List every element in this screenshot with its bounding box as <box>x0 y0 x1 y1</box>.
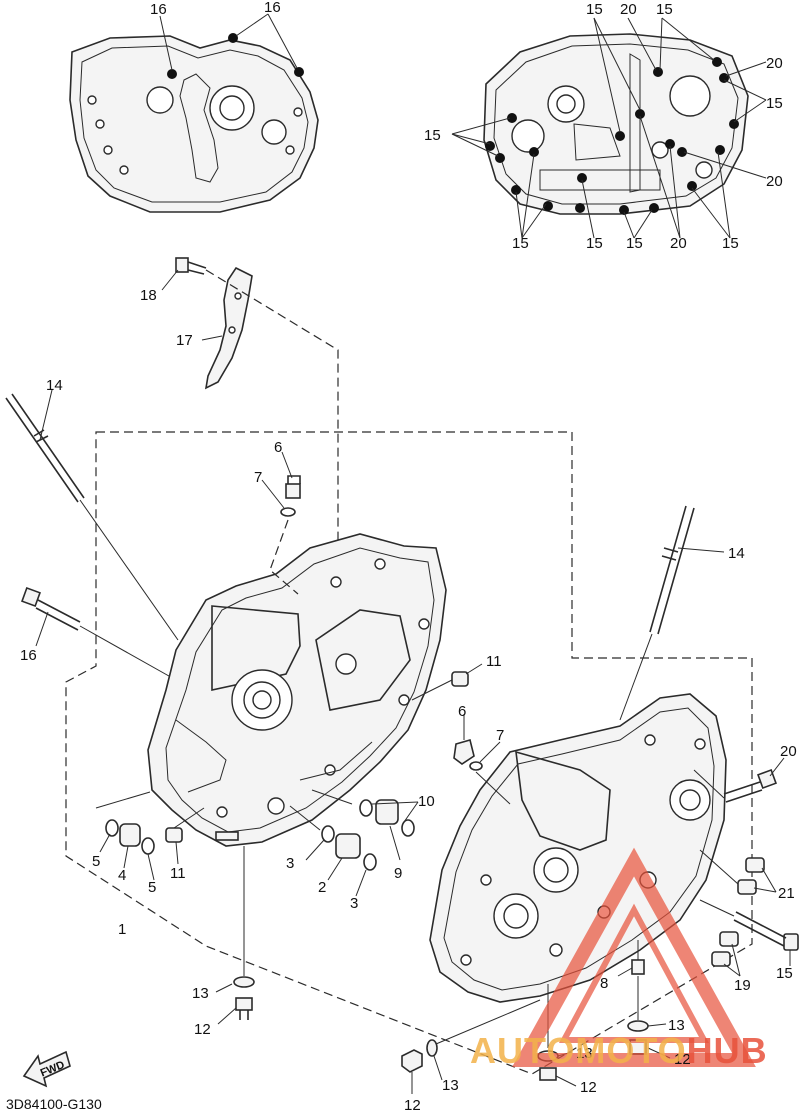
callout-6: 6 <box>274 439 282 456</box>
callout-11: 11 <box>486 653 502 670</box>
o-ring-part-7-lower <box>469 741 511 805</box>
callout-5: 5 <box>148 879 156 896</box>
bolt-part-20 <box>693 757 785 803</box>
callout-12: 12 <box>580 1079 597 1096</box>
left-crankcase-bolt-diagram <box>69 13 319 213</box>
stud-bolt-right-part-14 <box>619 505 725 721</box>
callout-3: 3 <box>286 855 294 872</box>
callout-13: 13 <box>576 1045 593 1062</box>
plug-part-8 <box>617 940 645 977</box>
callout-12: 12 <box>194 1021 211 1038</box>
callout-14: 14 <box>728 545 745 562</box>
callout-12: 12 <box>674 1051 691 1068</box>
crankcase-plate-part-17 <box>201 266 253 390</box>
figure-code: 3D84100-G130 <box>6 1096 102 1112</box>
sensor-part-6-lower <box>453 714 475 765</box>
callout-5: 5 <box>92 853 100 870</box>
callout-21: 21 <box>778 885 795 902</box>
watermark-triangle-logo <box>512 847 756 1067</box>
callout-15: 15 <box>656 1 673 18</box>
sensor-part-6-upper <box>281 451 301 499</box>
bearing-set-part-10 <box>311 789 419 861</box>
callout-15: 15 <box>424 127 441 144</box>
bearing-set-part-2-3 <box>289 805 377 897</box>
callout-15: 15 <box>722 235 739 252</box>
callout-6: 6 <box>458 703 466 720</box>
right-crankcase-half <box>429 693 727 1003</box>
callout-20: 20 <box>766 55 783 72</box>
callout-labels: 16 16 15 20 15 20 15 15 20 15 15 15 20 1… <box>20 0 797 1114</box>
callout-20: 20 <box>670 235 687 252</box>
bolt-part-18 <box>161 257 352 541</box>
forward-direction-arrow: FWD <box>22 1050 71 1088</box>
callout-13: 13 <box>442 1077 459 1094</box>
callout-15: 15 <box>626 235 643 252</box>
callout-7: 7 <box>254 469 262 486</box>
callout-2: 2 <box>318 879 326 896</box>
callout-19: 19 <box>734 977 751 994</box>
callout-17: 17 <box>176 332 193 349</box>
callout-8: 8 <box>600 975 608 992</box>
drain-bolt-left-part-12-13 <box>215 846 255 1025</box>
callout-10: 10 <box>418 793 435 810</box>
dowel-pin-part-11-lower <box>165 807 205 865</box>
bolt-part-15 <box>699 899 799 966</box>
callout-4: 4 <box>118 867 126 884</box>
left-crankcase-half <box>147 533 447 847</box>
callout-16: 16 <box>150 1 167 18</box>
callout-15: 15 <box>586 1 603 18</box>
callout-11: 11 <box>170 865 186 882</box>
callout-15: 15 <box>766 95 783 112</box>
callout-13: 13 <box>668 1017 685 1034</box>
callout-1: 1 <box>118 921 126 938</box>
right-crankcase-bolt-diagram <box>451 17 767 239</box>
callout-20: 20 <box>780 743 797 760</box>
callout-15: 15 <box>776 965 793 982</box>
callout-12: 12 <box>404 1097 421 1114</box>
callout-9: 9 <box>394 865 402 882</box>
callout-7: 7 <box>496 727 504 744</box>
dowel-pins-part-21 <box>699 849 777 895</box>
bolt-part-16 <box>21 587 177 681</box>
drain-bolt-front-part-12-13 <box>401 999 541 1094</box>
callout-20: 20 <box>620 1 637 18</box>
callout-18: 18 <box>140 287 157 304</box>
watermark-part2: HUB <box>686 1030 768 1071</box>
callout-16: 16 <box>20 647 37 664</box>
callout-13: 13 <box>192 985 209 1002</box>
bearing-set-part-4-5 <box>95 791 155 881</box>
callout-14: 14 <box>46 377 63 394</box>
o-ring-part-7-upper <box>261 479 299 595</box>
callout-20: 20 <box>766 173 783 190</box>
watermark-text: AUTOMOTOHUB <box>470 1030 768 1072</box>
stud-bolt-left-part-14 <box>5 389 179 641</box>
dowel-pin-part-11-upper <box>411 663 483 701</box>
callout-3: 3 <box>350 895 358 912</box>
dowel-pins-part-19 <box>711 931 741 977</box>
callout-15: 15 <box>586 235 603 252</box>
callout-15: 15 <box>512 235 529 252</box>
watermark-part1: AUTOMOTO <box>470 1030 687 1071</box>
callout-16: 16 <box>264 0 281 16</box>
